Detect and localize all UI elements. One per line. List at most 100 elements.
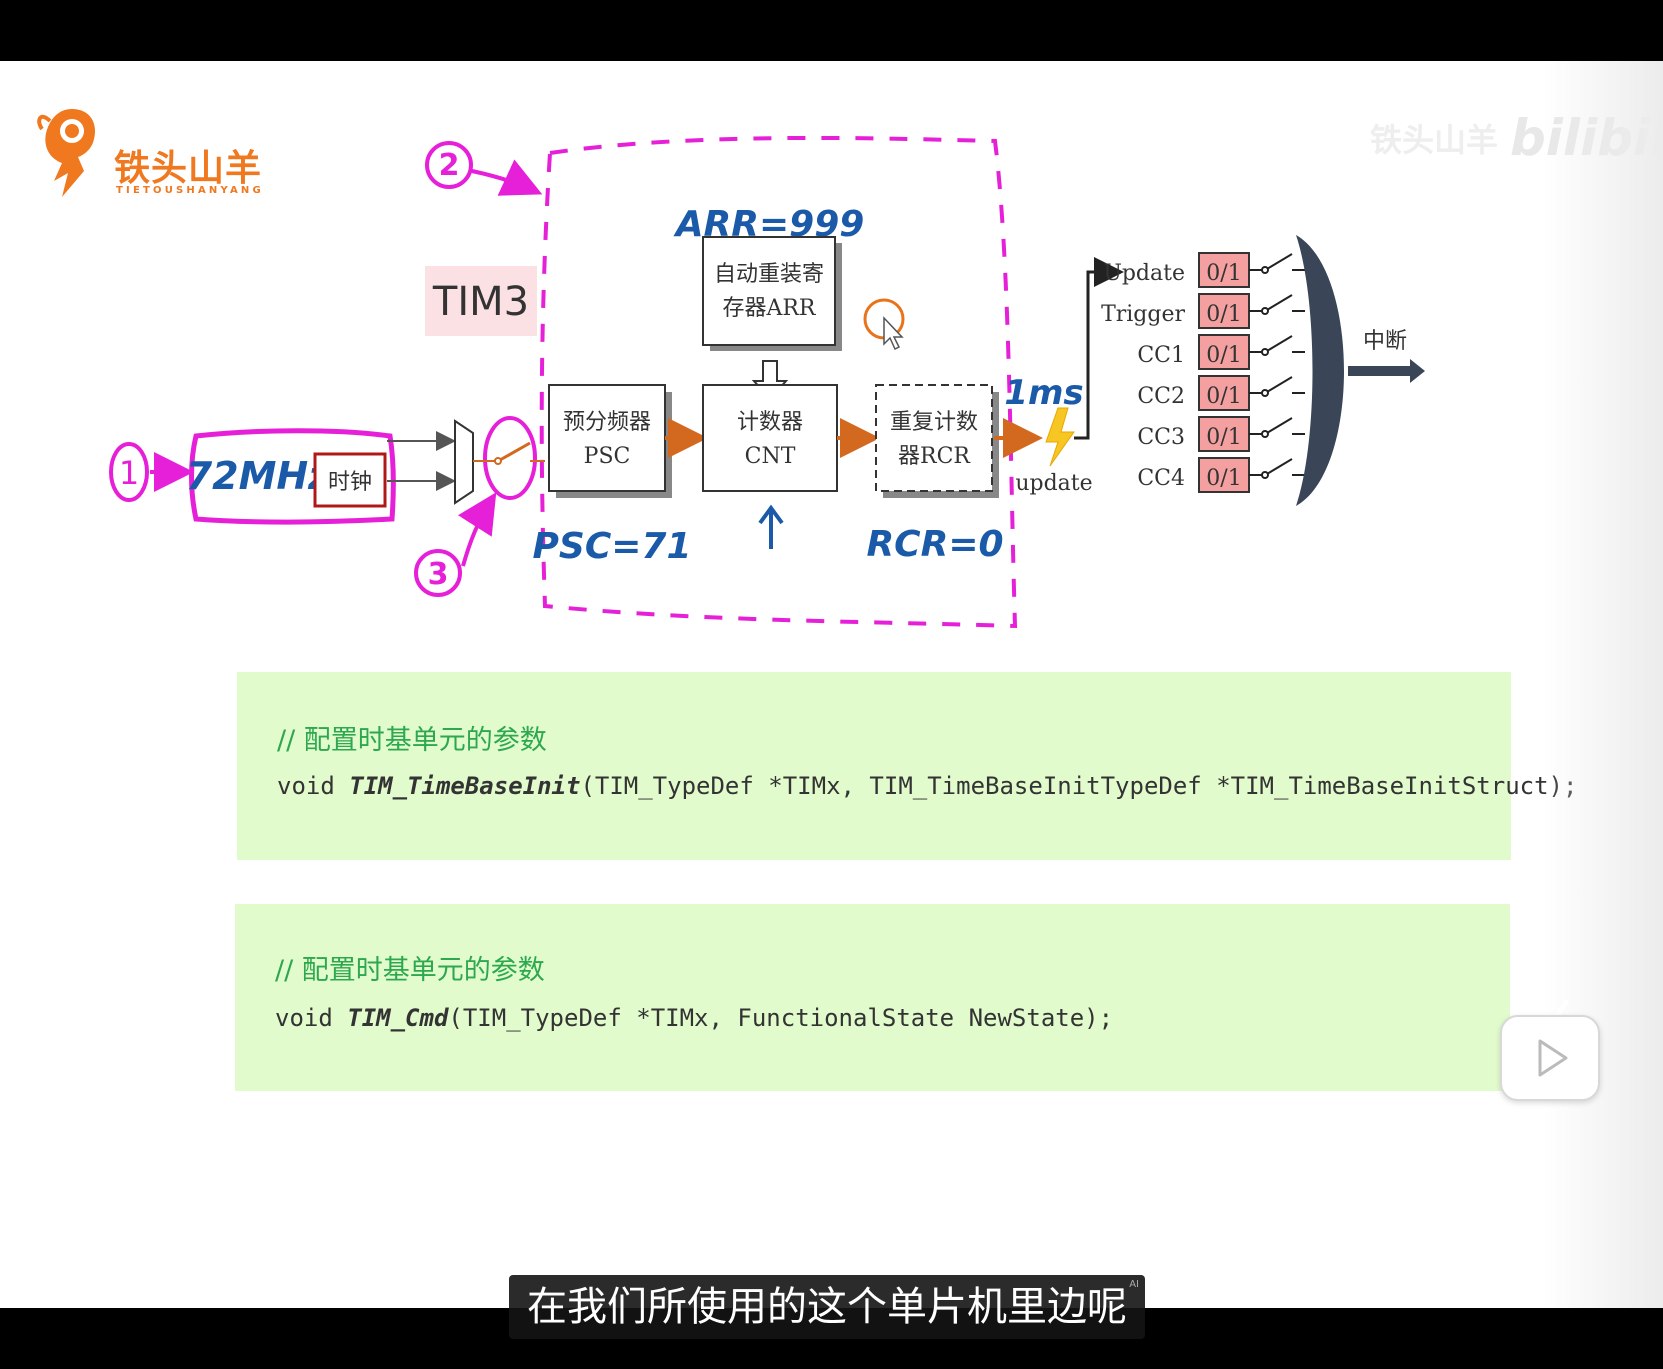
switch-pivot bbox=[1261, 348, 1269, 356]
cnt-up-arrowhead bbox=[758, 504, 784, 525]
code-args: (TIM_TypeDef *TIMx, TIM_TimeBaseInitType… bbox=[580, 772, 1578, 800]
clock-frequency: 72MHz bbox=[186, 454, 331, 498]
clock-box bbox=[313, 452, 387, 508]
timer-diagram: 2 TIM3 ARR=999 自动重装寄 存器ARR 1 72MHz 时钟 bbox=[109, 135, 1425, 629]
rcr-box-line2: 器RCR bbox=[898, 444, 971, 469]
source-flag-box bbox=[1198, 293, 1250, 329]
source-name: CC4 bbox=[1137, 466, 1185, 491]
source-flag-box bbox=[1198, 457, 1250, 493]
source-cc2: CC2 0/1 bbox=[1137, 375, 1305, 411]
mark-2-arrow bbox=[471, 159, 543, 196]
psc-box-line1: 预分频器 bbox=[563, 410, 651, 435]
function-name: TIM_Cmd bbox=[347, 1004, 449, 1032]
top-letterbox bbox=[0, 0, 1663, 61]
switch-pivot bbox=[1261, 266, 1269, 274]
switch-blade bbox=[1266, 335, 1293, 352]
period-label: 1ms bbox=[1004, 373, 1083, 413]
source-flag: 0/1 bbox=[1206, 261, 1241, 286]
switch-blade bbox=[499, 441, 531, 462]
rcr-box-line1: 重复计数 bbox=[890, 410, 978, 435]
arr-box-line1: 自动重装寄 bbox=[714, 262, 824, 287]
switch-pivot bbox=[1261, 430, 1269, 438]
logo-subtitle: TIETOUSHANYANG bbox=[116, 185, 264, 196]
rcr-value: RCR=0 bbox=[866, 524, 1003, 565]
arr-box-line2: 存器ARR bbox=[722, 296, 816, 321]
mark-1: 1 bbox=[119, 454, 139, 492]
update-label: update bbox=[1015, 471, 1092, 496]
source-cc4: CC4 0/1 bbox=[1137, 457, 1305, 493]
tim3-region-outline bbox=[539, 135, 1018, 629]
code-prefix: void bbox=[275, 1004, 348, 1032]
ai-tag: AI bbox=[1129, 1279, 1139, 1290]
source-name: CC1 bbox=[1137, 343, 1185, 368]
source-name: CC2 bbox=[1137, 384, 1185, 409]
mark-3: 3 bbox=[428, 557, 449, 592]
switch-pivot bbox=[1261, 389, 1269, 397]
switch-blade bbox=[1266, 458, 1293, 475]
interrupt-label: 中断 bbox=[1363, 329, 1407, 354]
subtitle: 在我们所使用的这个单片机里边呢 AI bbox=[509, 1275, 1145, 1339]
switch-pivot bbox=[1261, 307, 1269, 315]
interrupt-sources: Update 0/1 Trigger 0/1 CC1 0/1 bbox=[1101, 252, 1305, 493]
function-name: TIM_TimeBaseInit bbox=[349, 772, 581, 800]
source-name: CC3 bbox=[1137, 425, 1185, 450]
source-cc1: CC1 0/1 bbox=[1137, 334, 1305, 370]
psc-box bbox=[548, 384, 666, 492]
mark-2-circle bbox=[425, 141, 473, 189]
code-comment: // 配置时基单元的参数 bbox=[275, 955, 545, 986]
switch-pivot bbox=[1261, 471, 1269, 479]
play-icon bbox=[1538, 1039, 1568, 1077]
source-flag: 0/1 bbox=[1206, 384, 1241, 409]
psc-box-line2: PSC bbox=[584, 444, 631, 469]
code-signature: void TIM_TimeBaseInit(TIM_TypeDef *TIMx,… bbox=[277, 772, 1577, 800]
mark-1-circle bbox=[109, 442, 149, 502]
source-cc3: CC3 0/1 bbox=[1137, 416, 1305, 452]
switch-highlight bbox=[483, 416, 537, 500]
switch-blade bbox=[1266, 294, 1293, 311]
source-name: Trigger bbox=[1101, 302, 1185, 327]
cursor-icon bbox=[883, 316, 904, 351]
play-button[interactable] bbox=[1500, 1015, 1600, 1101]
code-block-timebaseinit: // 配置时基单元的参数 void TIM_TimeBaseInit(TIM_T… bbox=[237, 672, 1577, 860]
slide: 铁头山羊 TIETOUSHANYANG 铁头山羊 bilibili 2 TIM3… bbox=[0, 61, 1663, 1308]
source-trigger: Trigger 0/1 bbox=[1101, 293, 1305, 329]
code-signature: void TIM_Cmd(TIM_TypeDef *TIMx, Function… bbox=[275, 1004, 1113, 1032]
cnt-box bbox=[702, 384, 838, 492]
rcr-box bbox=[875, 384, 993, 492]
arr-box bbox=[702, 236, 836, 346]
cnt-box-line2: CNT bbox=[745, 444, 796, 469]
clock-highlight bbox=[189, 428, 396, 525]
mark-3-circle bbox=[414, 549, 462, 597]
switch-blade bbox=[1266, 417, 1293, 434]
tim3-label-bg bbox=[425, 266, 537, 336]
watermark-channel: 铁头山羊 bbox=[1370, 121, 1499, 159]
source-name: Update bbox=[1103, 261, 1185, 286]
logo-name: 铁头山羊 bbox=[114, 148, 263, 189]
psc-value: PSC=71 bbox=[533, 526, 692, 567]
goat-mascot-icon bbox=[37, 109, 96, 197]
source-flag-box bbox=[1198, 375, 1250, 411]
code-block-cmd: // 配置时基单元的参数 void TIM_Cmd(TIM_TypeDef *T… bbox=[235, 904, 1510, 1091]
clock-label: 时钟 bbox=[328, 470, 372, 495]
source-flag: 0/1 bbox=[1206, 425, 1241, 450]
switch-blade bbox=[1266, 376, 1293, 393]
mark-2: 2 bbox=[439, 148, 460, 183]
update-route bbox=[1074, 257, 1124, 440]
source-flag: 0/1 bbox=[1206, 343, 1241, 368]
tim3-label: TIM3 bbox=[432, 279, 529, 325]
update-lightning-icon bbox=[1045, 407, 1075, 467]
cnt-box-line1: 计数器 bbox=[737, 410, 803, 435]
code-args: (TIM_TypeDef *TIMx, FunctionalState NewS… bbox=[448, 1004, 1114, 1032]
interrupt-arrow bbox=[1348, 359, 1425, 383]
subtitle-text: 在我们所使用的这个单片机里边呢 bbox=[527, 1284, 1127, 1330]
code-comment: // 配置时基单元的参数 bbox=[277, 725, 547, 756]
clock-mux bbox=[454, 419, 474, 505]
right-edge-fade bbox=[1543, 61, 1663, 1308]
source-flag: 0/1 bbox=[1206, 302, 1241, 327]
logo: 铁头山羊 TIETOUSHANYANG bbox=[32, 101, 272, 211]
or-gate bbox=[1296, 235, 1344, 506]
code-prefix: void bbox=[277, 772, 350, 800]
mark-3-arrow bbox=[457, 492, 497, 567]
switch-blade bbox=[1266, 253, 1293, 270]
source-update: Update 0/1 bbox=[1103, 252, 1305, 288]
